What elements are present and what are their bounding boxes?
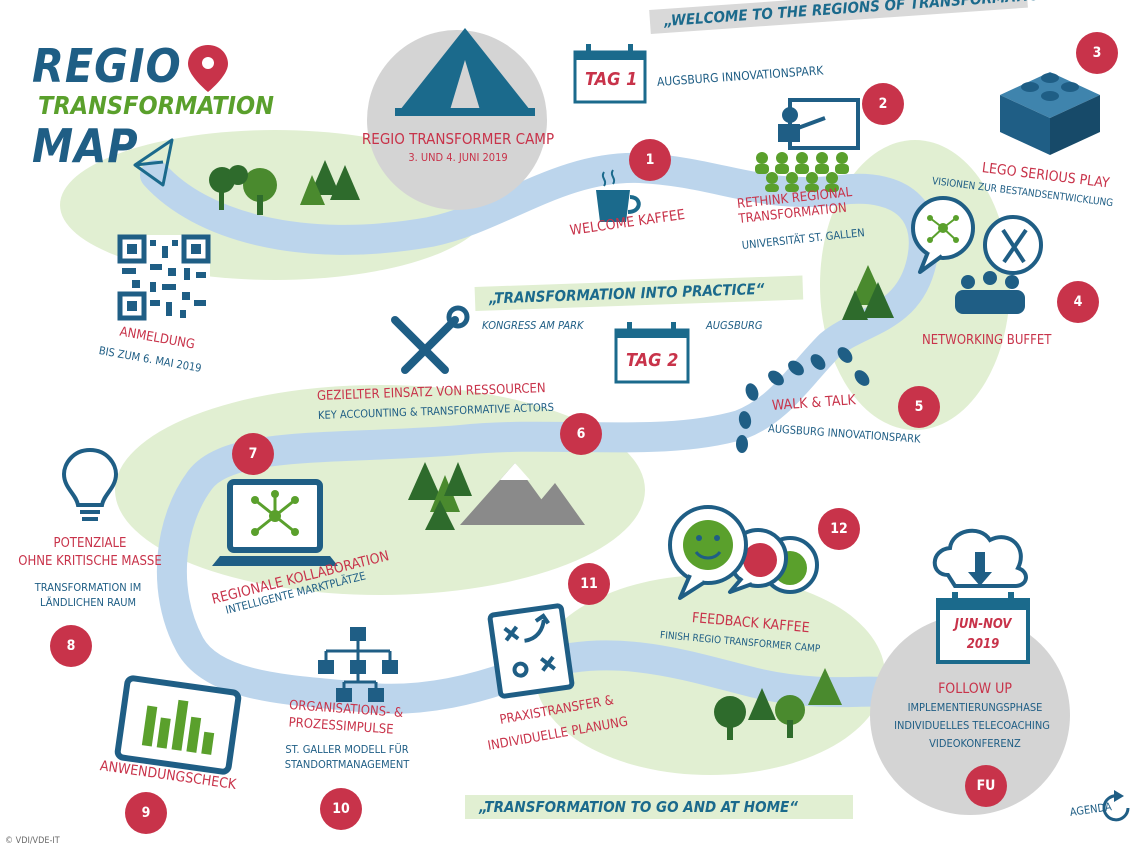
cloud-download-icon [932, 528, 1028, 588]
station-badge-6[interactable]: 6 [560, 413, 602, 455]
station-title-8-line1: POTENZIALE [53, 536, 127, 551]
station-badge-10[interactable]: 10 [320, 788, 362, 830]
lego-brick-icon [1000, 72, 1100, 155]
station-title-4: NETWORKING BUFFET [922, 333, 1052, 348]
followup-item-1: IMPLEMENTIERUNGSPHASE [907, 701, 1043, 714]
followup-circle [870, 615, 1070, 815]
calendar-followup-icon [936, 592, 1030, 664]
station-subtitle-10-line2: STANDORTMANAGEMENT [284, 758, 410, 771]
station-badge-2[interactable]: 2 [862, 83, 904, 125]
followup-item-3: VIDEOKONFERENZ [929, 737, 1021, 750]
org-chart-icon [318, 627, 398, 702]
station-badge-4[interactable]: 4 [1057, 281, 1099, 323]
brand-title-line1: REGIO [32, 39, 182, 93]
followup-item-2: INDIVIDUELLES TELECOACHING [894, 719, 1050, 732]
brand-title-line2: TRANSFORMATION [38, 91, 274, 120]
station-subtitle-8-line2: LÄNDLICHEN RAUM [39, 596, 137, 609]
followup-badge[interactable]: FU [965, 765, 1007, 807]
day2-city: AUGSBURG [706, 319, 763, 332]
tent-icon [395, 28, 535, 116]
footprints-icon [736, 347, 870, 453]
agenda-arrow-icon [1102, 790, 1130, 822]
calendar-day1-icon [573, 44, 647, 104]
day2-tag[interactable]: TAG 2 [626, 350, 679, 371]
day2-venue: KONGRESS AM PARK [482, 319, 584, 332]
station-title-8-line2: OHNE KRITISCHE MASSE [18, 554, 162, 569]
forest-icon [408, 462, 472, 530]
followup-period: JUN-NOV [954, 617, 1012, 632]
qr-code-icon [117, 234, 211, 321]
station-badge-8[interactable]: 8 [50, 625, 92, 667]
camp-dates: 3. UND 4. JUNI 2019 [408, 151, 508, 164]
trees-icon [209, 160, 360, 215]
station-badge-1[interactable]: 1 [629, 139, 671, 181]
location-pin-icon [188, 45, 228, 92]
feedback-faces-icon [668, 505, 819, 600]
tools-icon [391, 305, 470, 374]
station-badge-9[interactable]: 9 [125, 792, 167, 834]
followup-title: FOLLOW UP [938, 681, 1012, 697]
station-badge-11[interactable]: 11 [568, 563, 610, 605]
station-badge-7[interactable]: 7 [232, 433, 274, 475]
station-badge-5[interactable]: 5 [898, 386, 940, 428]
presentation-icon [755, 98, 860, 192]
copyright: © VDI/VDE-IT [5, 836, 60, 846]
station-subtitle-10-line1: ST. GALLER MODELL FÜR [285, 743, 409, 756]
camp-title: REGIO TRANSFORMER CAMP [361, 130, 555, 148]
station-badge-12[interactable]: 12 [818, 508, 860, 550]
tablet-chart-icon [114, 675, 242, 775]
bottom-trees-icon [714, 668, 842, 740]
coffee-cup-icon [596, 169, 641, 222]
networking-icon [911, 196, 1044, 314]
station-subtitle-8-line1: TRANSFORMATION IM [34, 581, 142, 594]
laptop-network-icon [212, 479, 338, 566]
mountains-icon [460, 463, 585, 525]
lightbulb-icon [61, 447, 119, 521]
brand-title-line3: MAP [32, 119, 139, 173]
station-badge-3[interactable]: 3 [1076, 32, 1118, 74]
day1-tag[interactable]: TAG 1 [585, 69, 638, 90]
followup-year: 2019 [966, 637, 1000, 652]
paper-plane-icon [133, 138, 174, 187]
bottom-banner: „TRANSFORMATION TO GO AND AT HOME“ [465, 795, 853, 819]
pine-trees-icon [842, 265, 894, 320]
strategy-board-icon [487, 603, 575, 699]
calendar-day2-icon [614, 322, 690, 384]
